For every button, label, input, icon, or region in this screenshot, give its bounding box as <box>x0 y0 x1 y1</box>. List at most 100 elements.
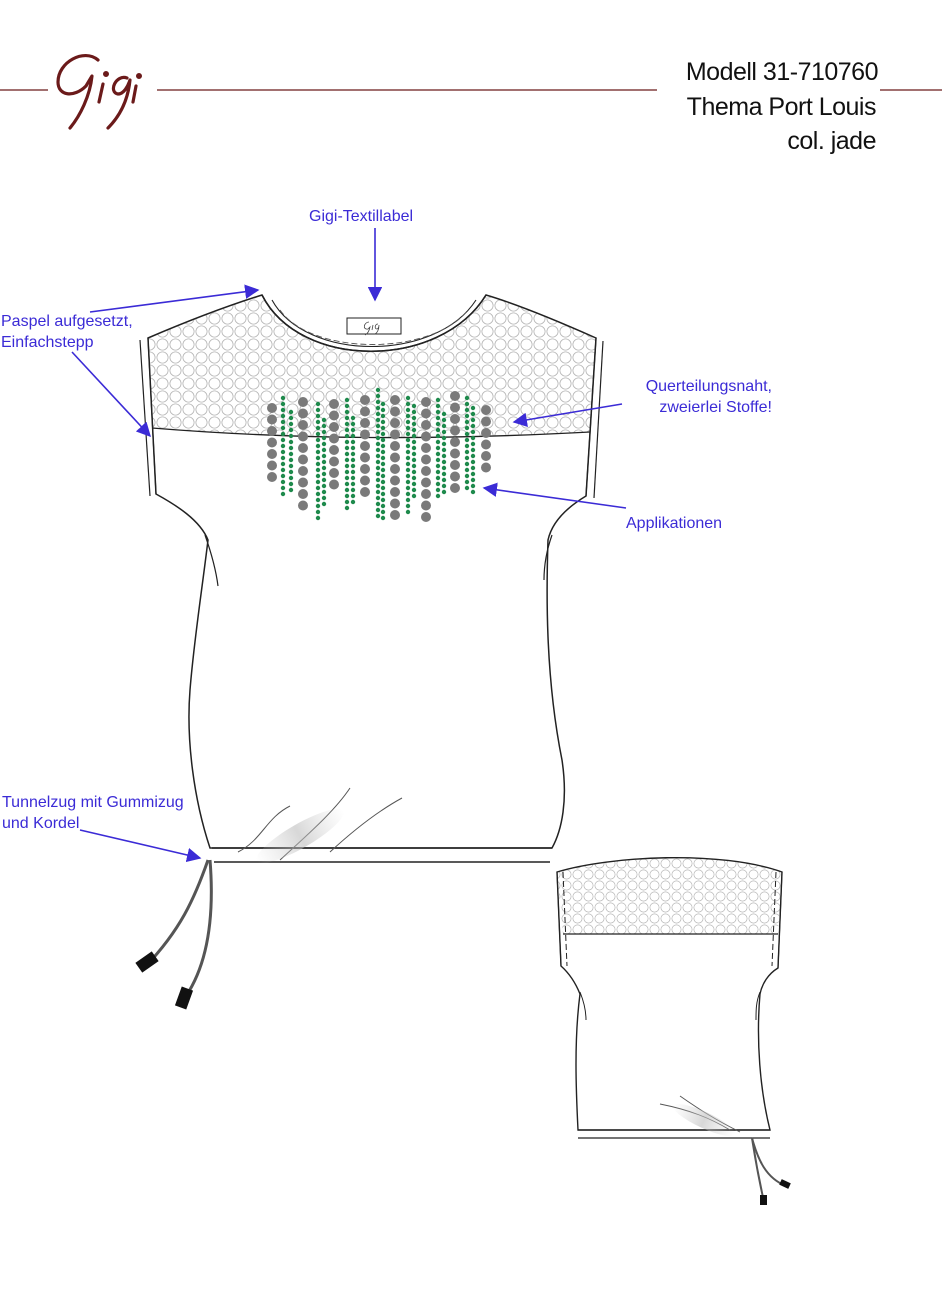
green-bead <box>411 445 417 451</box>
green-bead <box>464 479 470 485</box>
arrow-drawstring <box>79 829 202 863</box>
annotation-piping-line1: Paspel aufgesetzt, <box>1 313 133 330</box>
green-bead <box>470 441 476 447</box>
green-bead <box>315 407 321 413</box>
green-bead <box>321 483 327 489</box>
green-bead <box>288 445 294 451</box>
green-bead <box>411 439 417 445</box>
annotation-yoke-seam: Querteilungsnaht, zweierlei Stoffe! <box>646 376 772 418</box>
green-bead <box>344 463 350 469</box>
grey-sequin <box>298 466 308 476</box>
green-bead <box>464 443 470 449</box>
green-bead <box>350 421 356 427</box>
green-bead <box>464 419 470 425</box>
green-bead <box>380 467 386 473</box>
grey-sequin <box>329 433 339 444</box>
green-bead <box>280 449 286 455</box>
green-bead <box>321 435 327 441</box>
green-bead <box>435 463 441 469</box>
annotation-applications: Applikationen <box>626 515 723 532</box>
green-bead <box>375 441 381 447</box>
green-bead <box>288 463 294 469</box>
green-bead <box>350 451 356 457</box>
grey-sequin <box>298 431 308 442</box>
green-bead <box>344 403 350 409</box>
green-bead <box>375 495 381 501</box>
green-bead <box>464 455 470 461</box>
grey-sequin <box>329 422 339 432</box>
green-bead <box>321 495 327 501</box>
grey-sequin <box>421 397 431 407</box>
green-bead <box>405 491 411 497</box>
annotation-seam-line2: zweierlei Stoffe! <box>659 399 772 416</box>
green-bead <box>380 431 386 437</box>
grey-sequin <box>267 449 277 459</box>
grey-sequin <box>421 443 431 453</box>
green-bead <box>315 425 321 431</box>
green-bead <box>280 467 286 473</box>
green-bead <box>315 479 321 485</box>
green-bead <box>350 427 356 433</box>
green-bead <box>470 459 476 465</box>
grey-sequin <box>481 439 491 450</box>
green-bead <box>464 425 470 431</box>
green-bead <box>464 407 470 413</box>
grey-sequin <box>267 437 277 448</box>
grey-sequin <box>421 431 431 442</box>
green-bead <box>315 497 321 503</box>
green-bead <box>321 459 327 465</box>
green-bead <box>280 479 286 485</box>
green-bead <box>375 513 381 519</box>
grey-sequin <box>298 397 308 407</box>
grey-sequin <box>421 454 431 465</box>
grey-sequin <box>360 406 370 417</box>
green-bead <box>411 427 417 433</box>
green-bead <box>380 473 386 479</box>
arrow-applications <box>482 482 627 509</box>
green-bead <box>350 499 356 505</box>
green-bead <box>470 453 476 459</box>
green-bead <box>321 453 327 459</box>
green-bead <box>441 447 447 453</box>
green-bead <box>375 411 381 417</box>
green-bead <box>380 515 386 521</box>
annotation-textile-label: Gigi-Textillabel <box>309 208 414 225</box>
green-bead <box>435 457 441 463</box>
green-bead <box>405 443 411 449</box>
green-bead <box>280 413 286 419</box>
grey-sequin <box>360 452 370 463</box>
green-bead <box>344 439 350 445</box>
grey-sequin <box>267 472 277 482</box>
green-bead <box>375 453 381 459</box>
green-bead <box>441 477 447 483</box>
green-bead <box>315 413 321 419</box>
green-bead <box>375 471 381 477</box>
grey-sequin <box>329 410 339 421</box>
green-bead <box>375 405 381 411</box>
model-number: Modell 31-710760 <box>685 58 879 86</box>
green-bead <box>411 451 417 457</box>
green-bead <box>280 443 286 449</box>
grey-sequin <box>390 418 400 428</box>
grey-sequin <box>360 475 370 486</box>
green-bead <box>321 471 327 477</box>
annotation-seam-line1: Querteilungsnaht, <box>645 378 772 395</box>
green-bead <box>441 489 447 495</box>
green-bead <box>380 497 386 503</box>
green-bead <box>280 395 286 401</box>
grey-sequin <box>421 420 431 430</box>
green-bead <box>280 491 286 497</box>
grey-sequin <box>481 428 491 438</box>
green-bead <box>470 477 476 483</box>
green-bead <box>350 445 356 451</box>
green-bead <box>441 441 447 447</box>
green-bead <box>321 441 327 447</box>
green-bead <box>435 427 441 433</box>
green-bead <box>375 429 381 435</box>
green-bead <box>280 437 286 443</box>
green-bead <box>470 489 476 495</box>
green-bead <box>470 465 476 471</box>
green-bead <box>350 415 356 421</box>
green-bead <box>380 461 386 467</box>
color-variant: col. jade <box>787 127 876 155</box>
